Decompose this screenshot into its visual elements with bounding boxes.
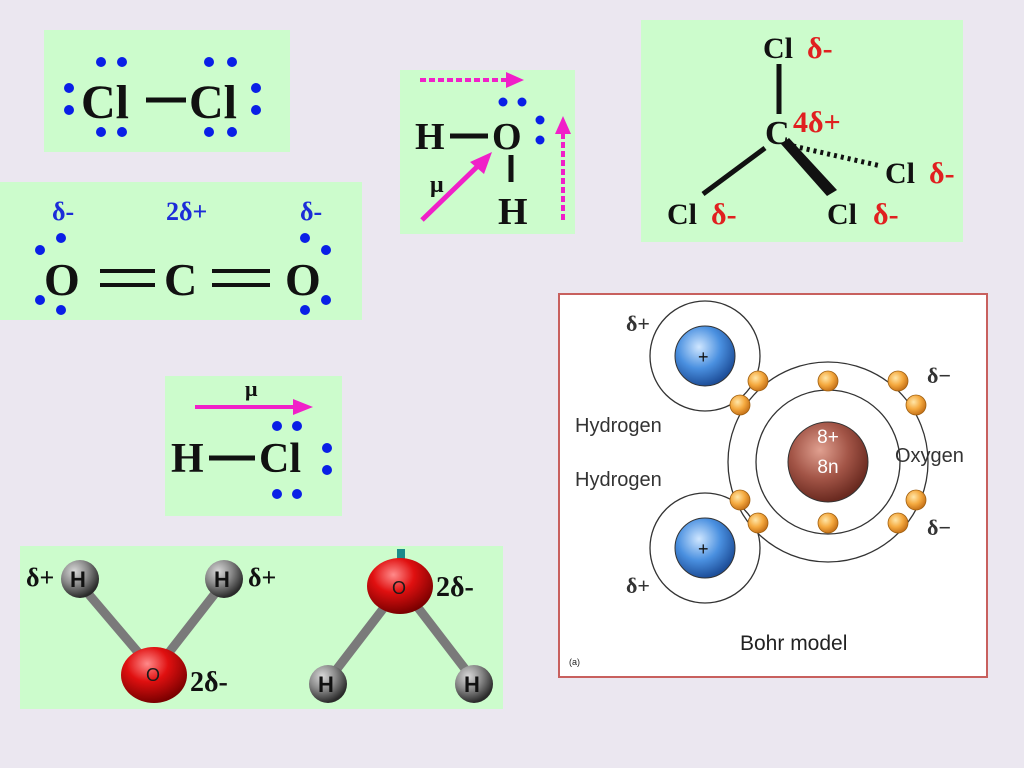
oxygen-nucleus: [787, 421, 869, 503]
charge-h-left-2: δ+: [248, 563, 276, 592]
nucleus-charge: 8+: [817, 427, 839, 448]
water-lewis-panel: H O H μ: [400, 70, 575, 234]
bohr-model-panel: + + 8+ 8n δ+ δ+ δ− δ− Hydrogen Hydrogen …: [558, 293, 988, 678]
hcl-electron-dots: [272, 421, 332, 499]
hcl-panel: μ H Cl: [165, 376, 342, 516]
cl2-panel: Cl Cl: [44, 30, 290, 152]
ccl4-charge-bottom-right: δ-: [873, 198, 899, 231]
ccl4-charge-c: 4δ+: [793, 106, 841, 139]
cl2-atom-right: Cl: [189, 76, 237, 129]
hydrogen-left-2-label: H: [214, 567, 230, 592]
water-mu-label: μ: [430, 172, 444, 198]
water-atom-h-left: H: [415, 116, 445, 158]
oxygen-atom-right: [367, 558, 433, 614]
ccl4-bond-bottom-left: [701, 145, 767, 197]
ccl4-cl-bottom-right: Cl: [827, 198, 857, 231]
co2-charge-center: 2δ+: [166, 197, 207, 226]
hydrogen-left-1-label: H: [70, 567, 86, 592]
hydrogen-top-proton: [674, 325, 736, 387]
co2-atom-o-right: O: [285, 254, 321, 305]
oxygen-right-label: O: [392, 578, 406, 598]
oxygen-outer-shell: [727, 361, 929, 563]
bond-left-1: [76, 581, 152, 667]
delta-plus-top: δ+: [626, 311, 650, 336]
hcl-atom-h: H: [171, 436, 204, 482]
hcl-atom-cl: Cl: [259, 436, 301, 482]
hcl-dipole-arrowhead: [293, 399, 313, 415]
co2-double-bonds: [100, 269, 270, 287]
hydrogen-right-2-label: H: [464, 672, 480, 697]
bohr-model-diagram: + + 8+ 8n δ+ δ+ δ− δ− Hydrogen Hydrogen …: [569, 300, 964, 667]
water-atom-h-bottom: H: [498, 191, 528, 233]
panel-label: (a): [569, 657, 580, 667]
ccl4-cl-right: Cl: [885, 157, 915, 190]
ccl4-panel: Cl δ- C 4δ+ Cl δ- Cl δ- Cl δ-: [641, 20, 963, 242]
water-models-panel: H H O δ+ δ+ 2δ- O H H 2δ-: [20, 546, 503, 709]
hydrogen-atom-right-1: [309, 665, 347, 703]
oxygen-left-label: O: [146, 665, 160, 685]
water-model-right: O H H 2δ-: [309, 549, 493, 703]
nucleus-neutrons: 8n: [817, 457, 838, 478]
ccl4-charge-right: δ-: [929, 157, 955, 190]
cl2-structure: Cl Cl: [64, 57, 261, 137]
co2-charge-right: δ-: [300, 197, 322, 226]
hydrogen-right-1-label: H: [318, 672, 334, 697]
bond-left-2: [156, 579, 228, 667]
cl2-atom-left: Cl: [81, 76, 129, 129]
hcl-mu-label: μ: [245, 376, 258, 401]
oxygen-electrons: [729, 370, 927, 534]
co2-electron-dots: [35, 233, 331, 315]
co2-atom-o-left: O: [44, 254, 80, 305]
charge-o-right: 2δ-: [436, 572, 474, 603]
ccl4-cl-bottom-left: Cl: [667, 198, 697, 231]
cl2-electron-dots: [64, 57, 261, 137]
co2-atom-c: C: [164, 254, 197, 305]
hydrogen-atom-left-1: [61, 560, 99, 598]
delta-minus-bottom: δ−: [927, 515, 951, 540]
dipole-arrowhead-horizontal: [506, 72, 524, 88]
co2-panel: δ- 2δ+ δ- O C O: [0, 182, 362, 320]
co2-structure: δ- 2δ+ δ- O C O: [35, 197, 331, 315]
delta-minus-top: δ−: [927, 363, 951, 388]
water-lewis-structure: H O H μ: [415, 72, 571, 233]
charge-h-left-1: δ+: [26, 563, 54, 592]
proton-symbol-bottom: +: [698, 539, 709, 559]
hydrogen-atom-right-2: [455, 665, 493, 703]
oxygen-atom-left: [121, 647, 187, 703]
bohr-caption: Bohr model: [740, 632, 847, 655]
water-models: H H O δ+ δ+ 2δ- O H H 2δ-: [26, 549, 493, 703]
water-atom-o: O: [492, 116, 522, 158]
ccl4-charge-top: δ-: [807, 32, 833, 65]
hcl-structure: μ H Cl: [171, 376, 332, 499]
dipole-arrowhead-mu: [470, 152, 492, 174]
ccl4-bond-wedge: [781, 138, 837, 196]
ccl4-structure: Cl δ- C 4δ+ Cl δ- Cl δ- Cl δ-: [667, 32, 955, 231]
ccl4-cl-top: Cl: [763, 32, 793, 65]
oxygen-label: Oxygen: [895, 445, 964, 467]
hydrogen-top-label: Hydrogen: [575, 415, 662, 437]
dipole-arrow-mu: [420, 160, 484, 222]
hydrogen-atom-left-2: [205, 560, 243, 598]
dipole-arrowhead-vertical: [555, 116, 571, 134]
ccl4-bond-dashed: [792, 143, 882, 169]
water-model-left: H H O δ+ δ+ 2δ-: [26, 560, 276, 703]
hydrogen-bottom-proton: [674, 517, 736, 579]
ccl4-charge-bottom-left: δ-: [711, 198, 737, 231]
co2-charge-left: δ-: [52, 197, 74, 226]
water-electron-dots: [498, 97, 545, 145]
charge-o-left: 2δ-: [190, 667, 228, 698]
teal-marker: [397, 549, 405, 559]
proton-symbol-top: +: [698, 347, 709, 367]
hydrogen-bottom-label: Hydrogen: [575, 469, 662, 491]
delta-plus-bottom: δ+: [626, 573, 650, 598]
